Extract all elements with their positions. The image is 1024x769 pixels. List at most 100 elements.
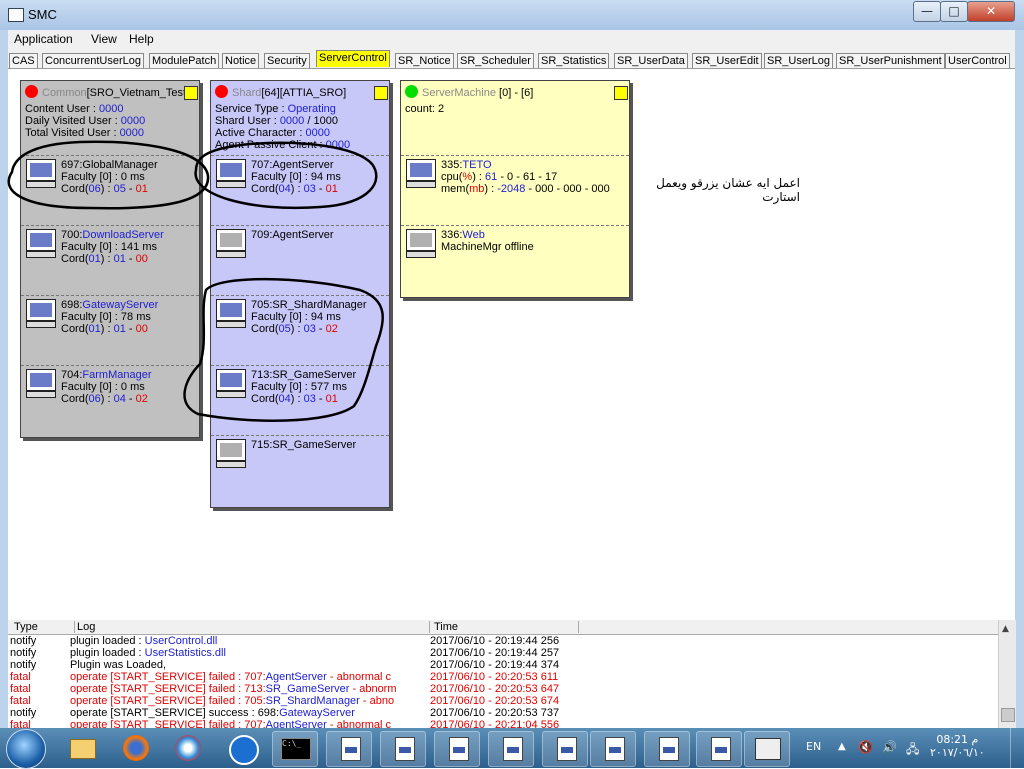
server-monitor-icon[interactable] bbox=[216, 159, 246, 188]
shard-toggle-icon[interactable] bbox=[374, 86, 388, 100]
log-header: Type Log Time bbox=[8, 620, 998, 635]
taskbar-firefox-icon[interactable] bbox=[114, 731, 158, 765]
speaker-icon[interactable]: 🔊 bbox=[882, 740, 897, 754]
tab-sr-userdata[interactable]: SR_UserData bbox=[614, 53, 688, 68]
network-tray-icon[interactable]: 🖧 bbox=[906, 742, 920, 756]
machine-toggle-icon[interactable] bbox=[614, 86, 628, 100]
taskbar-window-icon[interactable] bbox=[434, 731, 480, 767]
server-monitor-icon[interactable] bbox=[216, 369, 246, 398]
note-line-1: اعمل ايه عشان يزرقو ويعمل bbox=[656, 176, 800, 190]
machine-name[interactable]: 335:TETO bbox=[441, 159, 492, 171]
server-name[interactable]: 697:GlobalManager bbox=[61, 159, 158, 171]
menu-view[interactable]: View bbox=[91, 32, 117, 46]
col-time[interactable]: Time bbox=[429, 621, 458, 633]
col-type[interactable]: Type bbox=[14, 621, 38, 633]
tab-cas[interactable]: CAS bbox=[9, 53, 38, 68]
tab-sr-userpunishment[interactable]: SR_UserPunishment bbox=[836, 53, 945, 68]
taskbar-smc-icon[interactable] bbox=[744, 731, 790, 767]
server-monitor-icon[interactable] bbox=[216, 299, 246, 328]
server-cord: Cord(06) : 04 - 02 bbox=[61, 393, 148, 405]
show-desktop-button[interactable] bbox=[1010, 728, 1024, 768]
machine-monitor-off-icon[interactable] bbox=[406, 229, 436, 258]
server-name[interactable]: 698:GatewayServer bbox=[61, 299, 159, 311]
taskbar-clock[interactable]: 08:21 م ٢٠١٧/٠٦/١٠ bbox=[930, 733, 985, 759]
show-hidden-icons-icon[interactable]: ▲ bbox=[838, 741, 846, 752]
taskbar-window-icon[interactable] bbox=[326, 731, 372, 767]
server-name[interactable]: 705:SR_ShardManager bbox=[251, 299, 367, 311]
tab-user-control[interactable]: UserControl bbox=[945, 53, 1010, 68]
volume-icon[interactable]: 🔇 bbox=[858, 740, 873, 754]
server-monitor-off-icon[interactable] bbox=[216, 229, 246, 258]
server-monitor-icon[interactable] bbox=[26, 299, 56, 328]
server-name[interactable]: 704:FarmManager bbox=[61, 369, 152, 381]
common-label: Common bbox=[42, 87, 87, 99]
scroll-thumb[interactable] bbox=[1001, 708, 1015, 722]
machine-cpu: cpu(%) : 61 - 0 - 61 - 17 bbox=[441, 171, 558, 183]
taskbar-window-icon[interactable] bbox=[542, 731, 588, 767]
taskbar-window-icon[interactable] bbox=[696, 731, 742, 767]
server-faculty: Faculty [0] : 0 ms bbox=[61, 171, 145, 183]
tab-sr-notice[interactable]: SR_Notice bbox=[395, 53, 454, 68]
taskbar-window-icon[interactable] bbox=[488, 731, 534, 767]
server-name[interactable]: 709:AgentServer bbox=[251, 229, 334, 241]
server-faculty: Faculty [0] : 78 ms bbox=[61, 311, 151, 323]
close-button[interactable]: ✕ bbox=[967, 1, 1015, 22]
shard-panel[interactable]: Shard[64][ATTIA_SRO] Service Type : Oper… bbox=[210, 80, 390, 508]
machine-name[interactable]: 336:Web bbox=[441, 229, 485, 241]
maximize-button[interactable]: □ bbox=[940, 1, 968, 22]
taskbar-window-icon[interactable] bbox=[590, 731, 636, 767]
server-name[interactable]: 715:SR_GameServer bbox=[251, 439, 357, 451]
server-name[interactable]: 700:DownloadServer bbox=[61, 229, 164, 241]
tab-sr-useredit[interactable]: SR_UserEdit bbox=[692, 53, 762, 68]
title-bar[interactable]: SMC — □ ✕ bbox=[0, 0, 1024, 30]
taskbar-explorer-icon[interactable] bbox=[60, 731, 104, 765]
taskbar-cmd-icon[interactable]: C:\_ bbox=[272, 731, 318, 767]
col-log[interactable]: Log bbox=[74, 621, 95, 633]
log-text: operate [START_SERVICE] failed : 707:Age… bbox=[70, 719, 392, 728]
menu-help[interactable]: Help bbox=[129, 32, 154, 46]
taskbar-app-icon[interactable] bbox=[166, 731, 210, 765]
common-panel[interactable]: Common[SRO_Vietnam_TestL Content User : … bbox=[20, 80, 200, 438]
minimize-button[interactable]: — bbox=[913, 1, 941, 22]
server-monitor-icon[interactable] bbox=[26, 229, 56, 258]
tab-module-patch[interactable]: ModulePatch bbox=[149, 53, 220, 68]
server-faculty: Faculty [0] : 577 ms bbox=[251, 381, 347, 393]
server-monitor-off-icon[interactable] bbox=[216, 439, 246, 468]
tab-notice[interactable]: Notice bbox=[222, 53, 260, 68]
status-green-icon bbox=[405, 85, 418, 98]
language-indicator[interactable]: EN bbox=[806, 740, 822, 753]
tab-sr-statistics[interactable]: SR_Statistics bbox=[538, 53, 610, 68]
taskbar-window-icon[interactable] bbox=[380, 731, 426, 767]
tab-server-control[interactable]: ServerControl bbox=[316, 50, 390, 67]
tab-concurrent-user-log[interactable]: ConcurrentUserLog bbox=[42, 53, 144, 68]
log-text: plugin loaded : UserStatistics.dll bbox=[70, 647, 226, 659]
server-monitor-icon[interactable] bbox=[26, 369, 56, 398]
divider bbox=[21, 155, 199, 156]
server-machine-panel[interactable]: ServerMachine [0] - [6] count: 2 335:TET… bbox=[400, 80, 630, 298]
taskbar-network-icon[interactable] bbox=[220, 731, 264, 765]
menu-application[interactable]: Application bbox=[14, 32, 73, 46]
tab-security[interactable]: Security bbox=[264, 53, 310, 68]
taskbar-window-icon[interactable] bbox=[644, 731, 690, 767]
server-name[interactable]: 713:SR_GameServer bbox=[251, 369, 357, 381]
scroll-up-icon[interactable]: ▲ bbox=[1002, 624, 1009, 634]
start-button[interactable] bbox=[6, 729, 46, 769]
tab-sr-userlog[interactable]: SR_UserLog bbox=[764, 53, 833, 68]
server-monitor-icon[interactable] bbox=[26, 159, 56, 188]
log-time: 2017/06/10 - 20:21:04 556 bbox=[430, 719, 560, 728]
server-name[interactable]: 707:AgentServer bbox=[251, 159, 334, 171]
common-toggle-icon[interactable] bbox=[184, 86, 198, 100]
log-scrollbar[interactable]: ▲ bbox=[998, 620, 1016, 728]
tab-sr-scheduler[interactable]: SR_Scheduler bbox=[457, 53, 534, 68]
machine-monitor-icon[interactable] bbox=[406, 159, 436, 188]
server-faculty: Faculty [0] : 0 ms bbox=[61, 381, 145, 393]
